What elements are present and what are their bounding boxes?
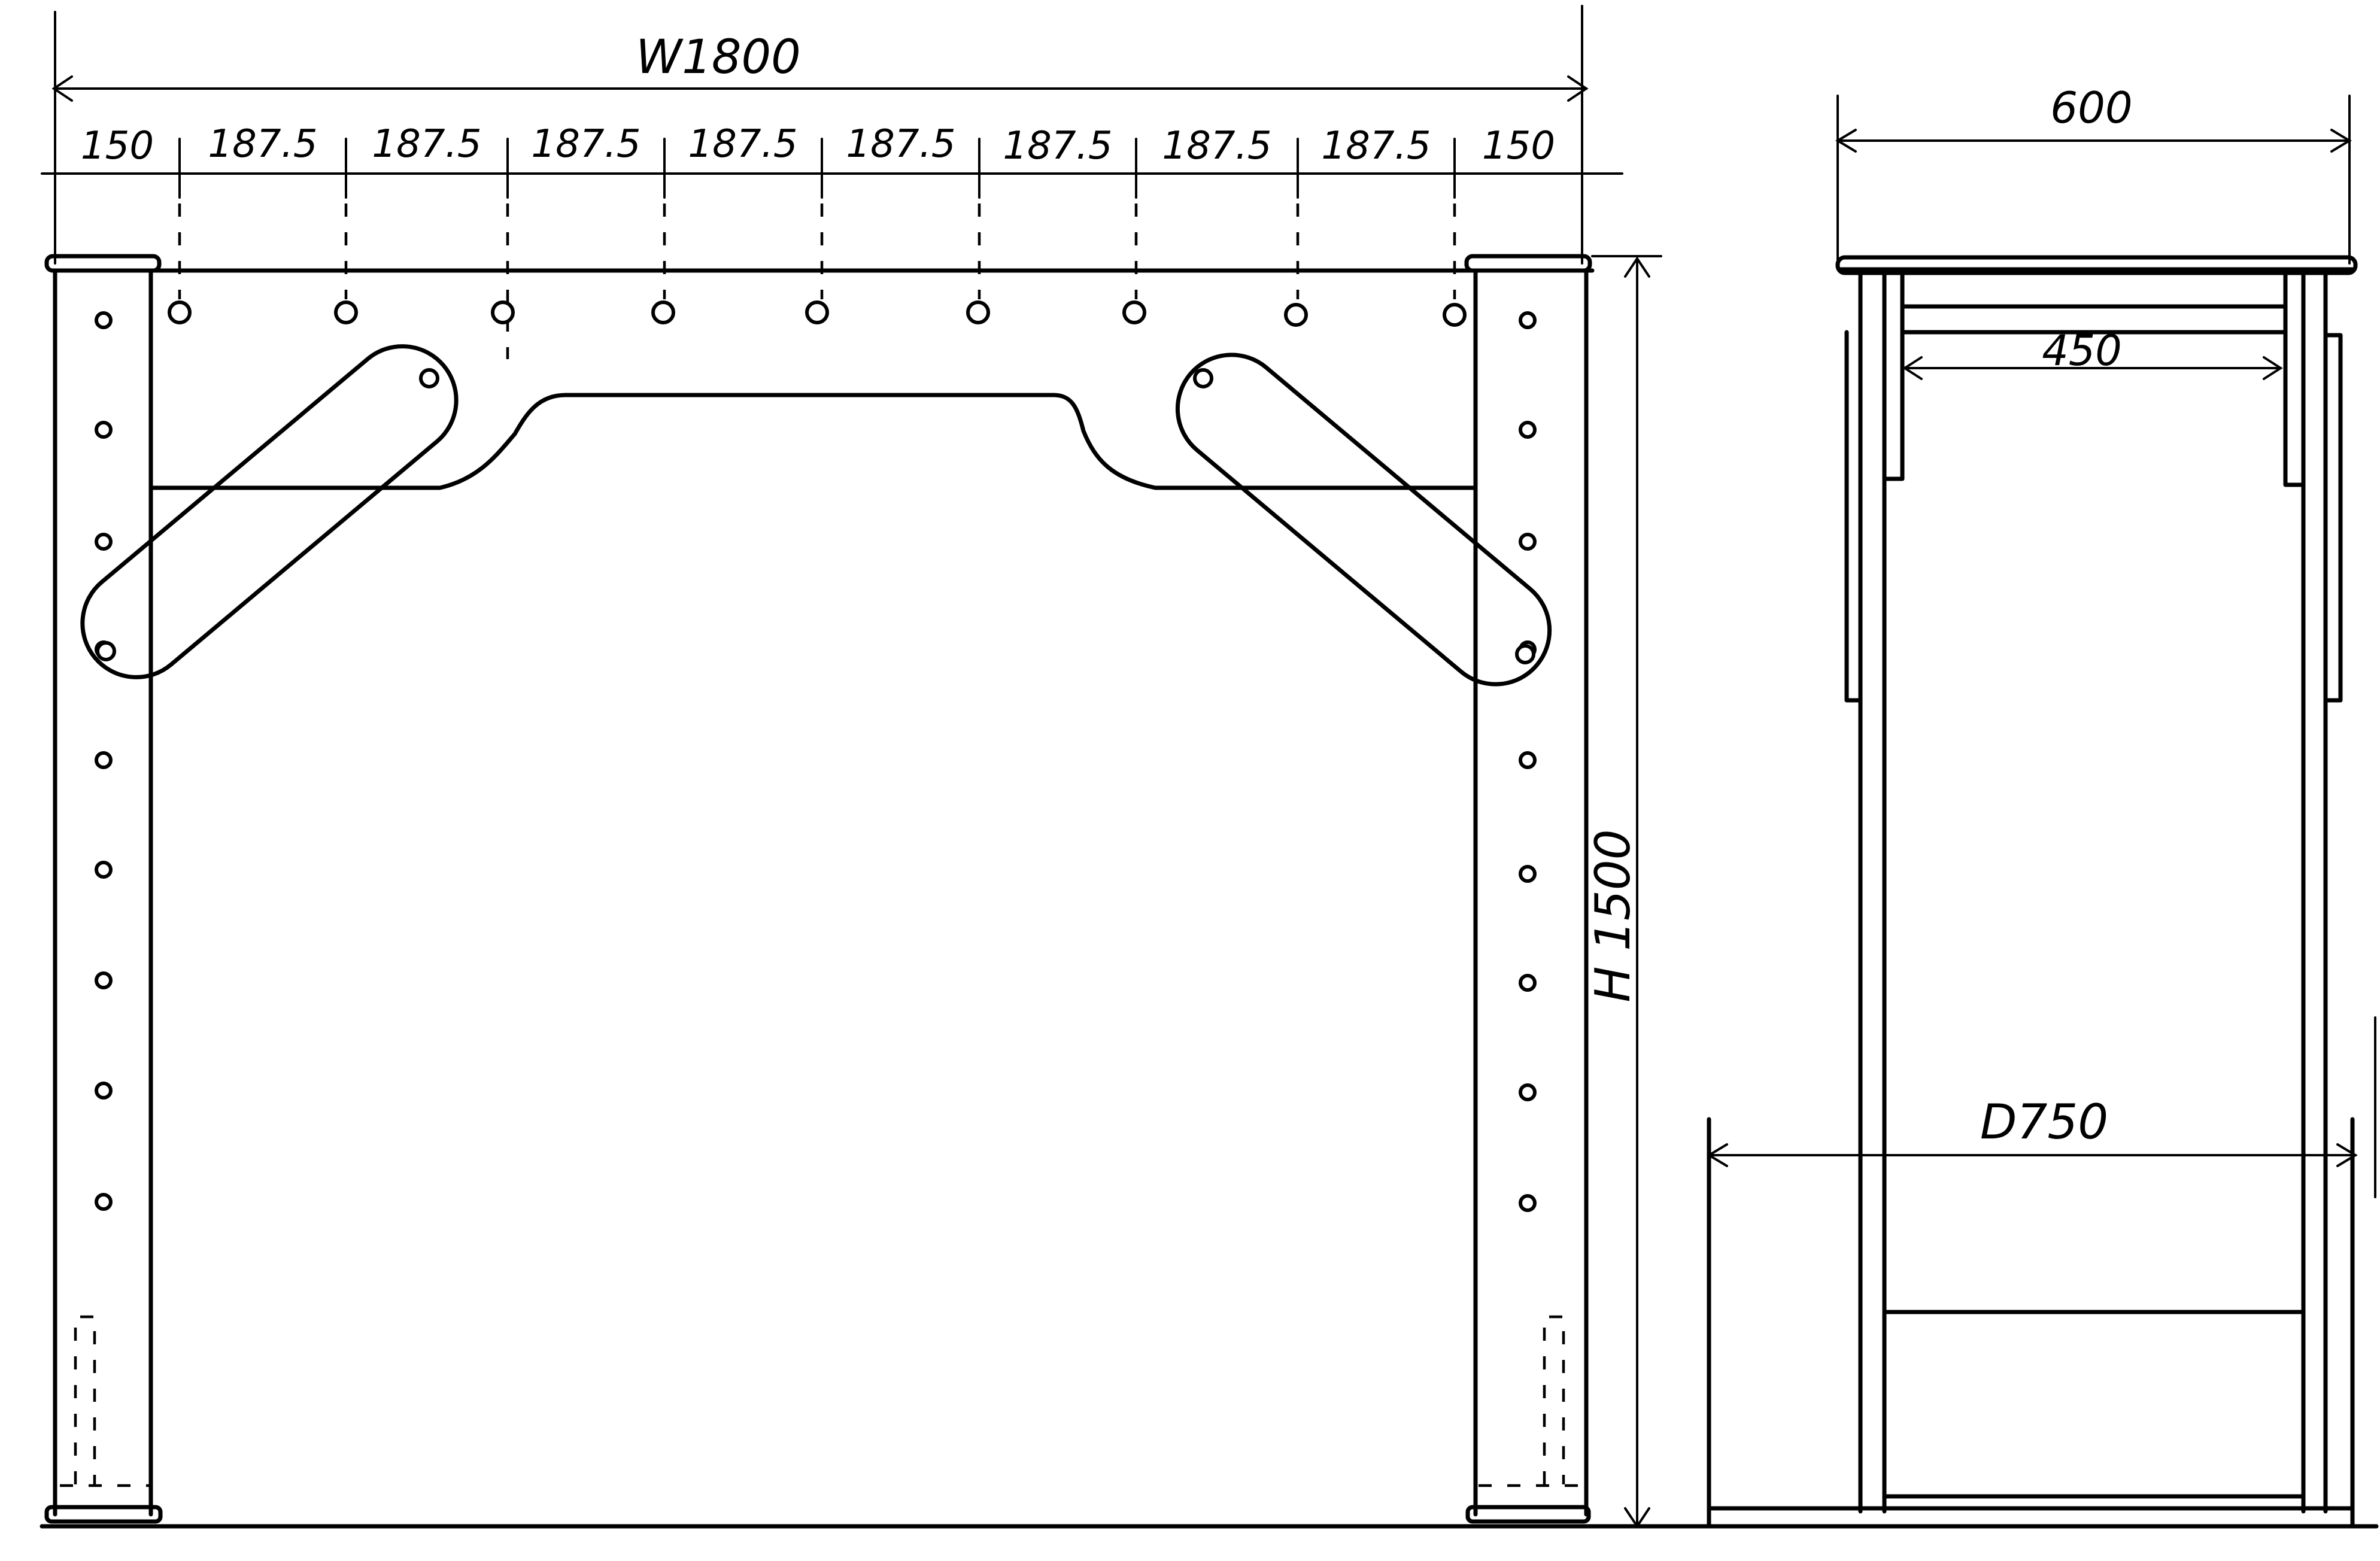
rail-hole — [966, 300, 990, 324]
front-view: W1800 150 187.5 187.5 187.5 187.5 187.5 … — [40, 5, 2379, 1529]
side-left-board-b — [1882, 270, 1905, 481]
width-label: W1800 — [636, 31, 801, 84]
side-right-board-b — [2283, 270, 2306, 487]
segment-label-6: 187.5 — [846, 122, 955, 166]
right-post-holes — [1519, 311, 1537, 1212]
right-brace — [1175, 353, 1552, 687]
side-right-board-a — [2323, 333, 2343, 703]
right-post-cap — [1464, 254, 1592, 273]
segment-label-3: 187.5 — [372, 122, 481, 166]
post-hole — [95, 1082, 113, 1100]
rail-hole — [168, 300, 192, 324]
segment-label-7: 187.5 — [1003, 124, 1112, 168]
post-hole — [1519, 1194, 1537, 1212]
right-brace-pin-bottom — [1515, 644, 1535, 664]
height-dim-arrow-bottom — [1624, 1507, 1650, 1529]
rail-hole — [1284, 303, 1308, 327]
post-hole — [95, 1193, 113, 1211]
left-brace — [80, 344, 459, 679]
post-hole — [1519, 533, 1537, 551]
segment-label-9: 187.5 — [1321, 124, 1431, 168]
segment-ticks — [178, 138, 1456, 199]
post-hole — [95, 861, 113, 879]
left-brace-pin-bottom — [96, 641, 116, 661]
post-hole — [95, 971, 113, 989]
height-label: H 1500 — [1585, 829, 1641, 1002]
width-dim-arrow-right — [1567, 75, 1589, 102]
right-post-slot — [1479, 1315, 1583, 1487]
rail-hole — [805, 300, 829, 324]
right-brace-pin-top — [1193, 368, 1213, 388]
segment-label-5: 187.5 — [688, 122, 797, 166]
post-hole — [1519, 421, 1537, 439]
depth-arrow-left — [1707, 1143, 1728, 1167]
post-hole — [1519, 1083, 1537, 1101]
top-rail-holes — [168, 300, 1467, 327]
segment-label-4: 187.5 — [531, 122, 640, 166]
height-dim-arrow-top — [1624, 256, 1650, 278]
post-hole — [1519, 311, 1537, 329]
rail-hole — [1443, 303, 1467, 327]
top-width-arrow-right — [2330, 129, 2352, 153]
top-width-arrow-left — [1835, 129, 1857, 153]
post-hole — [1519, 865, 1537, 883]
rail-hole — [1122, 300, 1146, 324]
inner-width-label: 450 — [2042, 326, 2122, 375]
depth-arrow-right — [2336, 1143, 2358, 1167]
post-hole — [95, 421, 113, 439]
segment-label-10: 150 — [1482, 124, 1555, 168]
post-hole — [1519, 751, 1537, 769]
rail-hole — [651, 300, 675, 324]
side-view: 600 450 D750 — [1707, 83, 2376, 1529]
post-hole — [95, 311, 113, 329]
left-post-slot — [60, 1315, 150, 1487]
left-brace-pin-top — [419, 368, 439, 388]
post-hole — [95, 533, 113, 551]
post-hole — [95, 751, 113, 769]
header-panel — [148, 393, 1478, 490]
segment-label-1: 150 — [81, 124, 154, 168]
side-top-board — [1835, 255, 2358, 275]
depth-label: D750 — [1980, 1094, 2108, 1150]
left-post-foot — [44, 1505, 163, 1524]
inner-width-arrow-right — [2263, 356, 2283, 380]
post-hole — [1519, 974, 1537, 992]
left-post-holes — [95, 311, 113, 1211]
right-post-foot — [1465, 1505, 1591, 1524]
side-left-board-a — [1844, 330, 1863, 703]
hole-leaders — [178, 204, 1456, 359]
segment-label-8: 187.5 — [1162, 124, 1271, 168]
rail-hole — [334, 300, 358, 324]
top-width-label: 600 — [2050, 83, 2132, 133]
left-post-cap — [44, 254, 162, 273]
rail-hole — [491, 300, 515, 324]
segment-label-2: 187.5 — [208, 122, 317, 166]
inner-width-arrow-left — [1902, 356, 1923, 380]
